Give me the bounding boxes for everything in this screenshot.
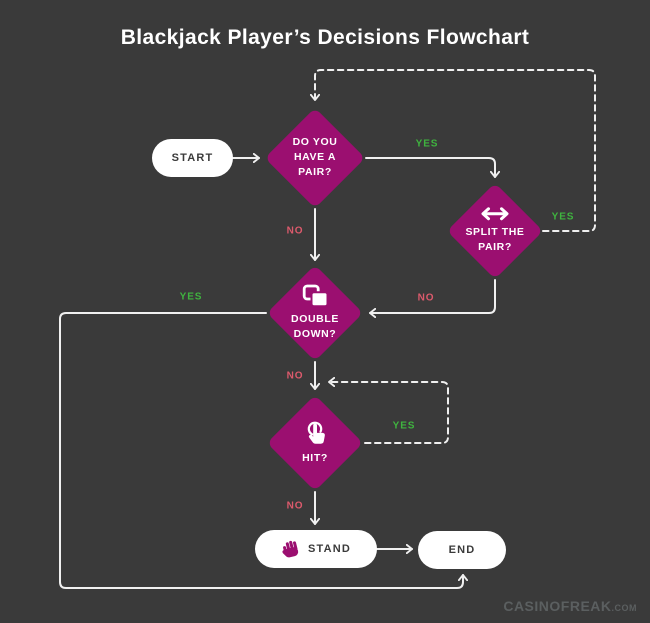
label-no-pair-to-double: NO: [286, 225, 304, 237]
label-yes-pair-to-split: YES: [415, 138, 439, 150]
node-stand: STAND: [255, 530, 377, 568]
page-title: Blackjack Player’s Decisions Flowchart: [120, 26, 530, 49]
label-yes-hit-loop: YES: [392, 420, 416, 432]
pair-question-text: DO YOU HAVE A PAIR?: [292, 136, 338, 179]
connector-split-yes-loop-to-pair: [309, 69, 596, 232]
split-question-text: SPLIT THE PAIR?: [465, 225, 525, 253]
start-label: START: [171, 152, 214, 164]
watermark: CASINOFREAK.COM: [503, 598, 637, 616]
split-arrows-icon: [481, 207, 509, 221]
label-yes-double-to-end: YES: [179, 291, 203, 303]
end-label: END: [448, 544, 476, 556]
connector-hit-yes-loop: [328, 376, 449, 444]
label-no-hit-to-stand: NO: [286, 500, 304, 512]
label-no-double-to-hit: NO: [286, 370, 304, 382]
double-down-question-text: DOUBLE DOWN?: [291, 312, 339, 340]
node-end: END: [418, 531, 506, 569]
connector-split-no-to-double: [369, 279, 496, 319]
label-yes-split-loop: YES: [551, 211, 575, 223]
watermark-tld: .COM: [611, 603, 637, 613]
watermark-brand: CASINOFREAK: [503, 598, 612, 614]
double-down-cards-icon: [302, 284, 328, 308]
node-start: START: [152, 139, 233, 177]
connector-double-yes-to-end: [59, 312, 469, 589]
stand-hand-icon: [282, 540, 299, 558]
connector-pair-yes-to-split: [365, 157, 501, 178]
stand-label: STAND: [307, 543, 352, 555]
hit-question-text: HIT?: [302, 451, 328, 464]
tap-icon: [307, 421, 325, 444]
label-no-split-to-double: NO: [417, 292, 435, 304]
